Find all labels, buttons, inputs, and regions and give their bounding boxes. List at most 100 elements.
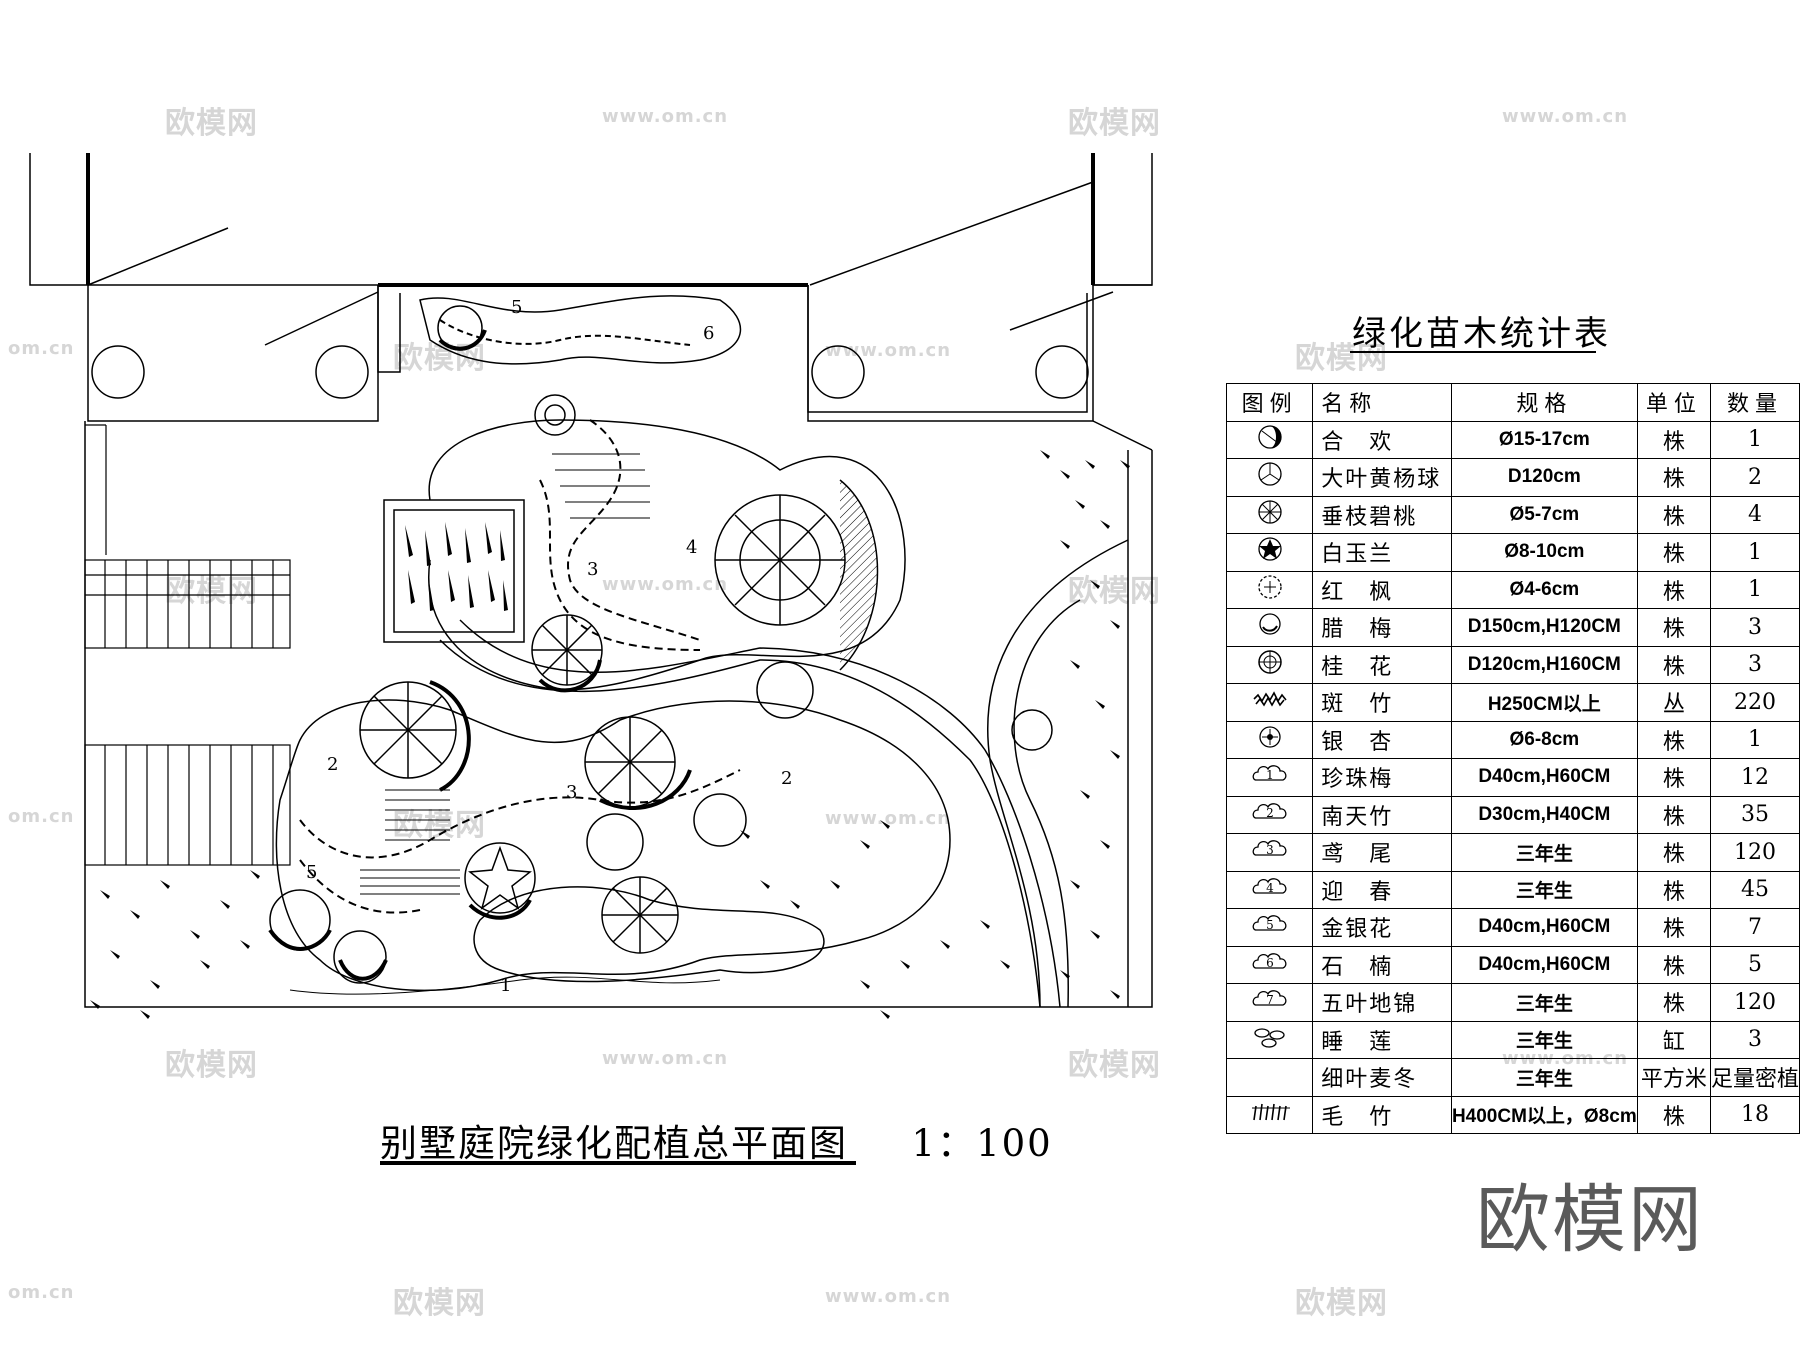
plant-name: 腊 梅 bbox=[1312, 608, 1452, 647]
plant-spec: D30cm,H40CM bbox=[1450, 795, 1638, 834]
plant-spec: H250CM以上 bbox=[1450, 683, 1638, 722]
watermark-url: www.om.cn bbox=[602, 1048, 729, 1069]
watermark-brand: 欧模网 bbox=[393, 1286, 486, 1321]
watermark-brand: 欧模网 bbox=[165, 106, 258, 141]
plant-unit: 株 bbox=[1636, 645, 1711, 684]
plant-name: 珍珠梅 bbox=[1312, 758, 1452, 797]
watermark-url: www.om.cn bbox=[602, 574, 729, 595]
bed-label: 2 bbox=[327, 754, 338, 775]
plant-name: 桂 花 bbox=[1312, 645, 1452, 684]
plant-spec: Ø15-17cm bbox=[1450, 420, 1638, 459]
watermark-url: om.cn bbox=[8, 1282, 75, 1303]
shrub-5-icon: 5 bbox=[1225, 908, 1314, 947]
watermark-brand: 欧模网 bbox=[1295, 341, 1388, 376]
plant-spec: Ø5-7cm bbox=[1450, 495, 1638, 534]
shrub-2-icon: 2 bbox=[1225, 795, 1314, 834]
building-wall-left bbox=[29, 153, 89, 286]
plant-row: 细叶麦冬三年生平方米足量密植 bbox=[1225, 1058, 1800, 1097]
shrub-symbol bbox=[693, 793, 747, 847]
plant-name: 合 欢 bbox=[1312, 420, 1452, 459]
plan-title-text: 别墅庭院绿化配植总平面图 bbox=[380, 1122, 848, 1165]
plant-spec: Ø6-8cm bbox=[1450, 720, 1638, 759]
lower-bed bbox=[275, 699, 951, 992]
shrub-3-icon: 3 bbox=[1225, 833, 1314, 872]
plant-name: 红 枫 bbox=[1312, 570, 1452, 609]
magnolia-icon bbox=[1225, 533, 1314, 572]
water-lily-icon bbox=[1225, 1020, 1314, 1059]
plant-qty: 3 bbox=[1709, 608, 1800, 647]
spotted-bamboo-icon bbox=[1225, 683, 1314, 722]
plant-name: 垂枝碧桃 bbox=[1312, 495, 1452, 534]
header-name: 名称 bbox=[1312, 383, 1452, 422]
top-bed bbox=[419, 295, 742, 365]
watermark-url: www.om.cn bbox=[825, 340, 952, 361]
plant-qty: 足量密植 bbox=[1709, 1058, 1800, 1097]
plant-name: 五叶地锦 bbox=[1312, 983, 1452, 1022]
svg-text:1: 1 bbox=[1266, 768, 1274, 782]
header-spec: 规格 bbox=[1450, 383, 1638, 422]
bed-label: 1 bbox=[500, 975, 511, 996]
plan-title: 别墅庭院绿化配植总平面图 1：100 bbox=[380, 1113, 1053, 1167]
watermark-brand: 欧模网 bbox=[1068, 106, 1161, 141]
plant-name: 大叶黄杨球 bbox=[1312, 458, 1452, 497]
terrace-left bbox=[87, 284, 379, 422]
plant-unit: 株 bbox=[1636, 945, 1711, 984]
plant-qty: 3 bbox=[1709, 645, 1800, 684]
bed-label: 5 bbox=[306, 862, 317, 883]
shrub-6-icon: 6 bbox=[1225, 945, 1314, 984]
watermark-brand: 欧模网 bbox=[1068, 1048, 1161, 1083]
ginkgo-icon bbox=[1225, 720, 1314, 759]
spotted-bamboo-planting bbox=[90, 450, 1130, 1019]
plant-unit: 株 bbox=[1636, 833, 1711, 872]
svg-text:4: 4 bbox=[1266, 881, 1274, 895]
shrub-7-icon: 7 bbox=[1225, 983, 1314, 1022]
plant-unit: 株 bbox=[1636, 758, 1711, 797]
plant-spec: D120cm,H160CM bbox=[1450, 645, 1638, 684]
plant-qty: 45 bbox=[1709, 870, 1800, 909]
moso-bamboo-icon bbox=[1225, 1095, 1314, 1134]
table-header-row: 图例 名称 规格 单位 数量 bbox=[1225, 383, 1800, 422]
watermark-url: www.om.cn bbox=[825, 808, 952, 829]
planter-pot bbox=[1035, 345, 1089, 399]
magnolia-symbol bbox=[464, 842, 536, 914]
plant-name: 细叶麦冬 bbox=[1312, 1058, 1452, 1097]
plant-unit: 丛 bbox=[1636, 683, 1711, 722]
plant-qty: 35 bbox=[1709, 795, 1800, 834]
plant-qty: 7 bbox=[1709, 908, 1800, 947]
plant-name: 迎 春 bbox=[1312, 870, 1452, 909]
plant-name: 斑 竹 bbox=[1312, 683, 1452, 722]
weeping-peach-icon bbox=[1225, 495, 1314, 534]
svg-text:2: 2 bbox=[1266, 806, 1274, 820]
shrub-symbol bbox=[756, 661, 814, 719]
bed-label: 6 bbox=[703, 323, 714, 344]
header-qty: 数量 bbox=[1709, 383, 1800, 422]
plant-unit: 株 bbox=[1636, 570, 1711, 609]
plant-qty: 12 bbox=[1709, 758, 1800, 797]
table-title-underline bbox=[1350, 351, 1596, 353]
plant-name: 白玉兰 bbox=[1312, 533, 1452, 572]
plant-qty: 1 bbox=[1709, 420, 1800, 459]
plant-spec: H400CM以上，Ø8cm bbox=[1450, 1095, 1638, 1134]
plant-qty: 2 bbox=[1709, 458, 1800, 497]
plant-unit: 株 bbox=[1636, 983, 1711, 1022]
ginkgo-symbol bbox=[1011, 709, 1053, 751]
side-path bbox=[987, 539, 1129, 1008]
plant-unit: 株 bbox=[1636, 870, 1711, 909]
plant-spec: Ø8-10cm bbox=[1450, 533, 1638, 572]
watermark-url: om.cn bbox=[8, 806, 75, 827]
plant-qty: 220 bbox=[1709, 683, 1800, 722]
svg-text:6: 6 bbox=[1266, 956, 1274, 970]
svg-text:5: 5 bbox=[1266, 918, 1274, 932]
plant-qty: 120 bbox=[1709, 983, 1800, 1022]
plant-qty: 1 bbox=[1709, 533, 1800, 572]
svg-text:7: 7 bbox=[1266, 993, 1274, 1007]
